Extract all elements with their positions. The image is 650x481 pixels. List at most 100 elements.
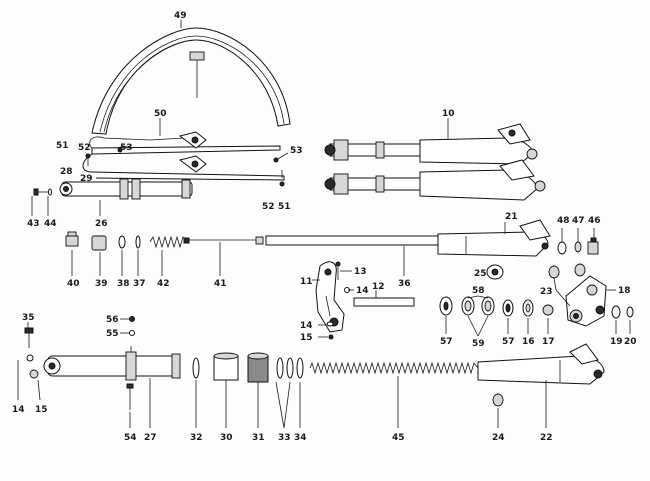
part-nut-23a — [548, 265, 560, 279]
label-24: 24 — [492, 433, 505, 443]
label-16: 16 — [522, 337, 535, 347]
part-anchor-plate-18 — [565, 275, 607, 327]
part-seal-32 — [192, 357, 200, 379]
label-32: 32 — [190, 433, 203, 443]
part-nut-17 — [542, 304, 554, 316]
label-12: 12 — [372, 282, 385, 292]
part-washer-48 — [557, 241, 567, 255]
label-18: 18 — [618, 286, 631, 296]
part-nut-15c — [29, 369, 39, 379]
label-59: 59 — [472, 339, 485, 349]
part-lower-slider-22 — [477, 343, 605, 385]
part-washer-44 — [48, 188, 52, 196]
label-52b: 52 — [262, 202, 275, 212]
label-15a: 15 — [300, 333, 313, 343]
part-washer-55 — [129, 330, 135, 336]
label-55: 55 — [106, 329, 119, 339]
label-43: 43 — [27, 219, 40, 229]
label-42: 42 — [157, 279, 170, 289]
label-38: 38 — [117, 279, 130, 289]
part-damper-rod — [183, 236, 264, 245]
part-nut-15b — [328, 334, 334, 340]
label-23: 23 — [540, 287, 553, 297]
label-10: 10 — [442, 109, 455, 119]
label-26: 26 — [95, 219, 108, 229]
label-25: 25 — [474, 269, 487, 279]
part-nut-24 — [492, 393, 504, 407]
callout-labels: 49 50 10 51 52 53 53 28 29 43 44 26 52 5… — [12, 11, 637, 443]
part-ring-33b — [286, 357, 294, 379]
part-upper-tube — [59, 178, 193, 200]
label-28: 28 — [60, 167, 73, 177]
label-14a: 14 — [356, 286, 369, 296]
part-main-spring-45 — [309, 361, 479, 375]
label-41: 41 — [214, 279, 227, 289]
label-50: 50 — [154, 109, 167, 119]
part-fork-tube-27 — [43, 346, 181, 381]
part-washer-14c — [26, 354, 34, 362]
label-31: 31 — [252, 433, 265, 443]
part-bush-39 — [91, 235, 107, 251]
label-14c: 14 — [12, 405, 25, 415]
part-lower-slider-21 — [437, 219, 551, 257]
part-nut-23b — [574, 263, 586, 277]
label-15b: 15 — [35, 405, 48, 415]
part-ring-37 — [135, 235, 141, 249]
label-22: 22 — [540, 433, 553, 443]
part-ring-34 — [296, 357, 304, 379]
label-47: 47 — [572, 216, 585, 226]
part-spring-42 — [149, 235, 187, 249]
part-nut-46 — [587, 237, 599, 255]
label-54: 54 — [124, 433, 137, 443]
label-34: 34 — [294, 433, 307, 443]
label-30: 30 — [220, 433, 233, 443]
label-13: 13 — [354, 267, 367, 277]
label-20: 20 — [624, 337, 637, 347]
label-37: 37 — [133, 279, 146, 289]
label-19: 19 — [610, 337, 623, 347]
part-bleed-screw-35 — [24, 327, 34, 348]
part-ring-33a — [276, 357, 284, 379]
part-nut-40 — [65, 231, 79, 247]
part-washer-14b — [326, 321, 334, 327]
part-ring-20 — [626, 306, 634, 318]
part-ring-38 — [118, 235, 126, 249]
part-washer-19 — [611, 305, 621, 319]
label-29: 29 — [80, 174, 93, 184]
part-screw-left — [85, 153, 91, 159]
part-cup-31 — [247, 352, 269, 383]
label-44: 44 — [44, 219, 57, 229]
label-40: 40 — [67, 279, 80, 289]
label-17: 17 — [542, 337, 555, 347]
label-45: 45 — [392, 433, 405, 443]
label-36: 36 — [398, 279, 411, 289]
label-35: 35 — [22, 313, 35, 323]
part-bush-30 — [213, 352, 239, 381]
part-stanchion-36 — [265, 235, 439, 246]
label-27: 27 — [144, 433, 157, 443]
label-53b: 53 — [290, 146, 303, 156]
label-53a: 53 — [120, 143, 133, 153]
part-bolt-54 — [126, 383, 134, 410]
label-11: 11 — [300, 277, 313, 287]
label-57a: 57 — [440, 337, 453, 347]
label-57b: 57 — [502, 337, 515, 347]
label-51b: 51 — [278, 202, 291, 212]
part-axle-12 — [353, 297, 415, 307]
label-14b: 14 — [300, 321, 313, 331]
part-screw-right — [279, 181, 285, 187]
label-56: 56 — [106, 315, 119, 325]
label-58: 58 — [472, 286, 485, 296]
label-46: 46 — [588, 216, 601, 226]
label-52a: 52 — [78, 143, 91, 153]
part-mudguard — [91, 27, 291, 135]
label-33: 33 — [278, 433, 291, 443]
label-39: 39 — [95, 279, 108, 289]
label-48: 48 — [557, 216, 570, 226]
label-49: 49 — [174, 11, 187, 21]
part-screw-56 — [129, 316, 135, 322]
part-ring-47 — [574, 241, 582, 253]
label-21: 21 — [505, 212, 518, 222]
